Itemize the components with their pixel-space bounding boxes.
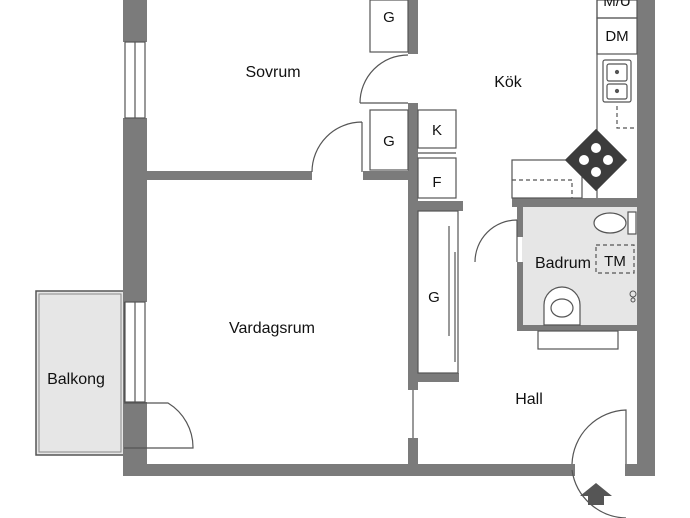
fixture-label-washing-machine: TM [604, 253, 626, 270]
balcony-floor [35, 290, 125, 456]
wardrobe-hall-box [417, 210, 459, 374]
freezer-box [417, 157, 457, 199]
bath-vanity-front [537, 330, 619, 350]
wall-west-upper [123, 0, 147, 42]
fixture-label-fridge: K [432, 122, 442, 139]
wall-bath-west [517, 207, 523, 237]
door-balcony [124, 402, 194, 449]
wall-bedroom-living [147, 171, 312, 180]
wardrobe-top-box [369, 0, 409, 53]
wardrobe-mid-box [369, 109, 409, 171]
kitchen-counter-low [511, 159, 583, 199]
door-entrance [571, 409, 627, 465]
kitchen-counter-dashed [512, 179, 573, 198]
wall-central-top [408, 0, 418, 54]
room-label-kok: Kök [494, 74, 523, 91]
wall-central [408, 103, 418, 390]
wall-bath-top [512, 198, 637, 207]
wall-west-lower [123, 402, 147, 476]
room-label-hall: Hall [515, 391, 543, 408]
wall-closet-bottom [418, 373, 459, 382]
toilet-icon [593, 211, 637, 235]
windows [124, 41, 146, 403]
balcony-inner-edge [38, 293, 122, 453]
wall-bath-south [517, 325, 637, 331]
dishwasher-box [596, 17, 638, 55]
fridge-box [417, 109, 457, 149]
door-bedroom [359, 54, 409, 104]
wall-closet-top [418, 201, 463, 211]
room-label-balkong: Balkong [47, 371, 105, 388]
room-label-badrum: Badrum [535, 255, 591, 272]
entrance-arrow-icon [580, 483, 612, 505]
sink-box [602, 59, 632, 103]
fixture-label-wardrobe-hall: G [428, 289, 440, 306]
fixtures [369, 0, 638, 374]
wall-south [123, 464, 575, 476]
wall-central-bottom [408, 438, 418, 468]
washbasin-icon [543, 286, 581, 326]
door-living-bedroom [311, 121, 363, 173]
fixture-label-washer-dryer: M/U [603, 0, 631, 10]
wall-west-middle [123, 118, 147, 302]
wall-east [637, 0, 655, 476]
room-label-sovrum: Sovrum [245, 64, 300, 81]
washing-machine-box [595, 244, 635, 274]
wall-bedroom-living-right [363, 171, 413, 180]
stove-icon [564, 128, 628, 192]
room-label-vardagsrum: Vardagsrum [229, 320, 315, 337]
walls [123, 0, 655, 476]
fixture-label-dishwasher: DM [605, 28, 628, 45]
fixture-label-wardrobe-top: G [383, 9, 395, 26]
door-bathroom [474, 219, 518, 263]
sink-icon [606, 63, 628, 100]
wall-bath-west-lower [517, 262, 523, 330]
fixture-label-wardrobe-mid: G [383, 133, 395, 150]
shower-drain-icon [629, 290, 637, 303]
fixture-label-freezer: F [432, 174, 441, 191]
kitchen-cabinet-dashed [616, 106, 637, 129]
